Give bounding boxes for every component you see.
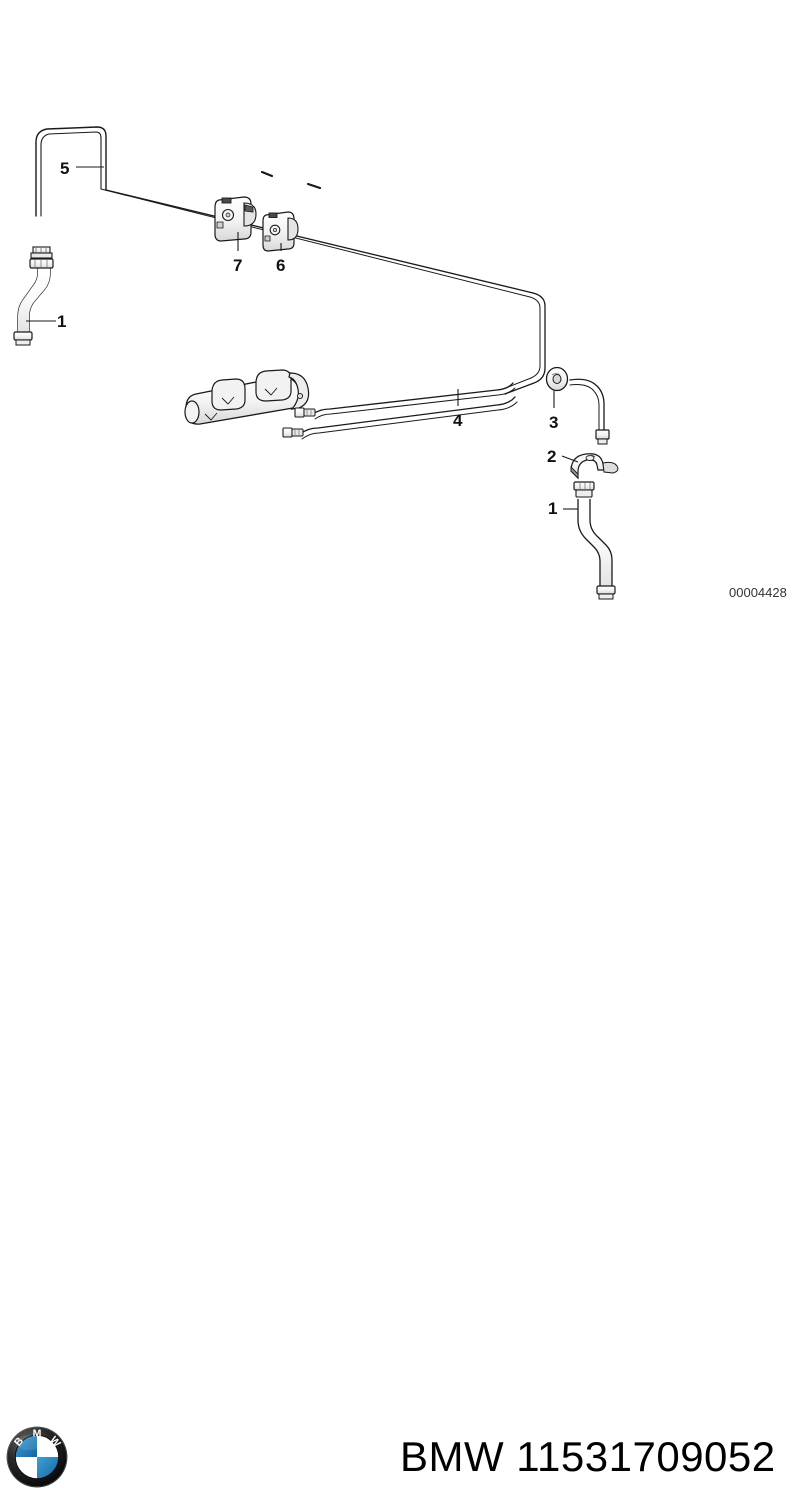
hose-right-group [573, 481, 616, 600]
pipe-upper-group [35, 126, 548, 395]
leader-2 [561, 455, 579, 463]
diagram-canvas [13, 126, 619, 600]
callout-3: 3 [549, 413, 559, 432]
brake-line-fitting-lower [282, 427, 304, 438]
hose-right-top-fitting [573, 481, 595, 498]
pipe-upper-right-a [504, 292, 546, 395]
callout-4: 4 [453, 411, 463, 430]
clamp-small-6 [262, 211, 299, 252]
brake-line-fitting-upper [294, 407, 316, 418]
leader-lines [26, 166, 579, 510]
callout-1-right: 1 [548, 499, 558, 518]
pipe-lower-run2-b [301, 401, 518, 440]
grommet-3 [545, 366, 569, 392]
brand-part-title: BMW 11531709052 [400, 1433, 776, 1480]
callout-1-left: 1 [57, 312, 67, 331]
pipe-lower-run2-a [299, 396, 516, 435]
pipe-right-drop [569, 378, 610, 445]
pipe-lower-run1-b [314, 387, 516, 420]
hose-right-fill [578, 499, 612, 588]
pipe-upper-diag-b [100, 188, 531, 298]
hose-left-fill [18, 263, 50, 333]
master-cylinder [184, 369, 310, 425]
pipe-lower-run1-a [312, 382, 514, 415]
diagram-code: 00004428 [729, 585, 787, 600]
footer-bar: B M W BMW 11531709052 [0, 700, 800, 1488]
callout-7: 7 [233, 256, 243, 275]
pipe-upper-joint-1b [306, 182, 322, 190]
pipe-upper-diag-a [105, 189, 534, 294]
hose-right-edge-b [589, 499, 613, 588]
parts-diagram: 5 1 7 6 4 3 2 1 00004428 B M W BMW 11531… [0, 126, 800, 1488]
pipe-upper-joint-1a [260, 170, 274, 178]
hose-left-group [13, 246, 54, 346]
clamp-large-7 [214, 196, 257, 242]
pipe-upper-right-b [502, 296, 541, 390]
pipe-lower-group [299, 382, 518, 440]
hose-left-end-fitting [13, 331, 33, 346]
hose-left-upper-fitting [30, 246, 53, 259]
callout-2: 2 [547, 447, 557, 466]
hose-right-end-fitting [596, 585, 616, 600]
bracket-2 [570, 453, 619, 480]
hose-left-collar [29, 258, 54, 269]
hose-right-edge-a [577, 499, 601, 588]
pipe-upper-path-a [35, 126, 107, 217]
bmw-logo-icon: B M W [6, 1426, 68, 1488]
callout-5: 5 [60, 159, 70, 178]
pipe-upper-outer [38, 129, 548, 384]
callout-6: 6 [276, 256, 286, 275]
pipe-upper-path-b [40, 131, 102, 217]
